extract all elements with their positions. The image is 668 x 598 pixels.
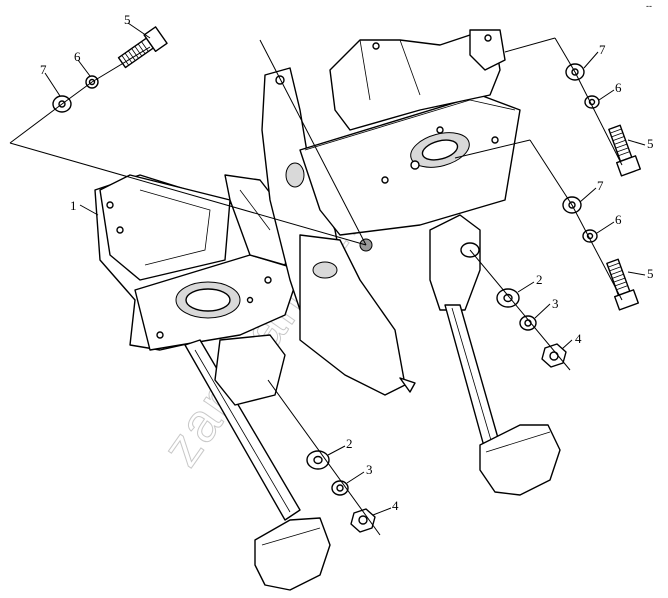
fastener-stack-right-lower (562, 196, 639, 311)
callout-2-clutch: 2 (346, 436, 353, 451)
callout-3-brake: 3 (552, 296, 559, 311)
fastener-stack-right-upper (565, 63, 641, 177)
callout-5-right-lower: 5 (647, 266, 654, 281)
callout-7-top-left: 7 (40, 62, 47, 77)
fastener-stack-clutch-pivot (306, 450, 376, 533)
fastener-stack-top-left (52, 26, 168, 113)
brake-pedal (429, 214, 561, 496)
callout-4-clutch: 4 (392, 498, 399, 513)
callout-6-right-lower: 6 (615, 212, 622, 227)
clutch-pedal (184, 334, 331, 591)
callout-5-right-upper: 5 (647, 136, 654, 151)
callout-1: 1 (70, 198, 77, 213)
callout-7-right-lower: 7 (597, 178, 604, 193)
leader-lines (9, 22, 646, 536)
callout-6-right-upper: 6 (615, 80, 622, 95)
callout-2-brake: 2 (536, 272, 543, 287)
left-pedal-bracket (94, 174, 301, 351)
callout-4-brake: 4 (575, 331, 582, 346)
callout-7-right-upper: 7 (599, 42, 606, 57)
callout-5-top-left: 5 (124, 12, 131, 27)
callout-labels: 1 2 2 3 3 4 4 5 5 5 6 6 6 7 7 7 (40, 12, 654, 513)
right-pedal-bracket (261, 29, 521, 396)
corner-mark: -- (646, 1, 652, 11)
callout-6-top-left: 6 (74, 49, 81, 64)
callout-3-clutch: 3 (366, 462, 373, 477)
